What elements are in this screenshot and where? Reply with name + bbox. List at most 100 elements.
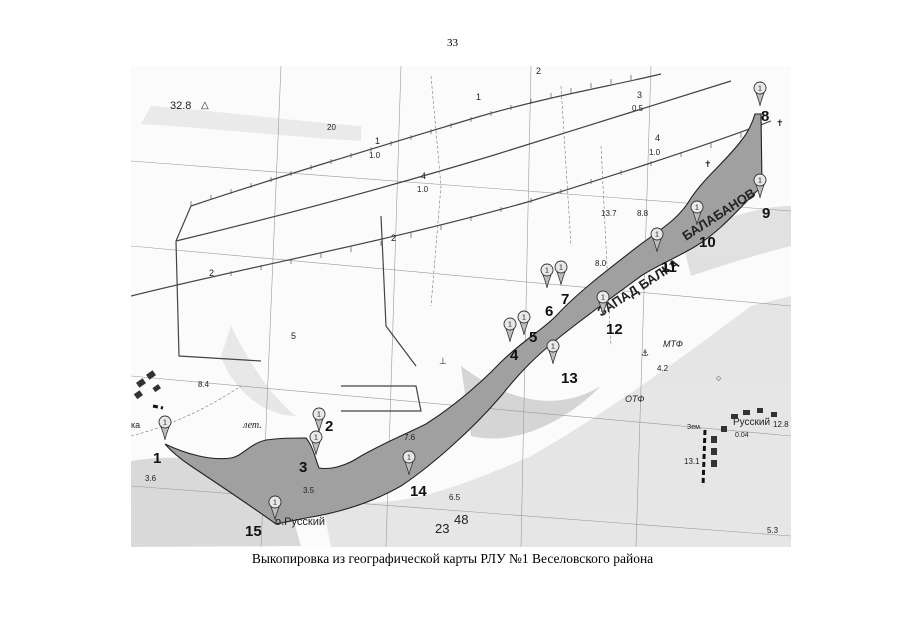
elev-12-8: 12.8	[773, 420, 789, 429]
frac-4b-bottom: 1.0	[417, 185, 429, 194]
elev-13-1: 13.1	[684, 457, 700, 466]
frac-1-top: 1	[375, 136, 380, 146]
svg-text:1: 1	[163, 420, 167, 427]
embankment-lines	[131, 73, 772, 412]
number-48: 48	[454, 512, 468, 527]
church-icon-2: ✝	[776, 118, 784, 128]
point-pin-14: 1	[402, 450, 416, 476]
map-caption: Выкопировка из географической карты РЛУ …	[251, 551, 654, 566]
point-label-11: 11	[661, 259, 677, 276]
elev-7-6: 7.6	[404, 433, 416, 442]
point-label-7: 7	[561, 291, 569, 308]
svg-text:1: 1	[407, 455, 411, 462]
frac-3-top: 3	[637, 90, 642, 100]
map-frame: 32.8 △ 8.4 3.6 3.5 7.6 6.5 13.7 8.8 8.0 …	[131, 66, 791, 547]
anchor-icon: ⚓	[641, 348, 649, 358]
farm-otf: ОТФ	[625, 394, 644, 404]
num-1: 1	[476, 92, 481, 102]
frac-1-bottom: 1.0	[369, 151, 381, 160]
point-pin-2: 1	[312, 407, 326, 433]
svg-text:1: 1	[758, 178, 762, 185]
hatch-ticks	[190, 75, 742, 276]
point-label-13: 13	[561, 370, 578, 387]
svg-text:1: 1	[273, 500, 277, 507]
num-2-c: 2	[536, 66, 541, 76]
point-label-15: 15	[245, 523, 262, 540]
point-label-2: 2	[325, 418, 333, 435]
elev-3-6: 3.6	[145, 474, 157, 483]
point-label-3: 3	[299, 459, 307, 476]
point-label-1: 1	[153, 450, 161, 467]
point-pin-13: 1	[546, 339, 560, 365]
elev-13-7: 13.7	[601, 209, 617, 218]
svg-text:1: 1	[508, 322, 512, 329]
point-label-10: 10	[699, 234, 716, 251]
svg-text:1: 1	[655, 232, 659, 239]
elev-6-5: 6.5	[449, 493, 461, 502]
point-pin-6: 1	[540, 263, 554, 289]
svg-text:1: 1	[551, 344, 555, 351]
point-label-8: 8	[761, 108, 769, 125]
page-number: 33	[447, 37, 458, 49]
point-pin-11: 1	[650, 227, 664, 253]
point-pin-1: 1	[158, 415, 172, 441]
topographic-map: 32.8 △ 8.4 3.6 3.5 7.6 6.5 13.7 8.8 8.0 …	[131, 66, 791, 547]
point-label-14: 14	[410, 483, 427, 500]
elev-3-5: 3.5	[303, 486, 315, 495]
svg-text:1: 1	[758, 86, 762, 93]
svg-text:1: 1	[522, 315, 526, 322]
frac-4a-bottom: 1.0	[649, 148, 661, 157]
frac-4a-top: 4	[655, 133, 660, 143]
symbols: ⚓ ⊥ ✝ ✝ ○	[439, 118, 784, 383]
summer-label: лет.	[242, 420, 262, 431]
number-23: 23	[435, 521, 449, 536]
svg-text:1: 1	[559, 265, 563, 272]
svg-text:1: 1	[545, 268, 549, 275]
point-pin-4: 1	[503, 317, 517, 343]
point-label-9: 9	[762, 205, 770, 222]
zem-label: Зем.	[687, 424, 702, 431]
elev-4-2: 4.2	[657, 364, 669, 373]
elev-5-3: 5.3	[767, 526, 779, 535]
elev-8-8: 8.8	[637, 209, 649, 218]
island-russkiy: о.Русский	[275, 516, 325, 528]
triangulation-icon: △	[201, 100, 209, 111]
point-pin-5: 1	[517, 310, 531, 336]
village-russkiy: Русский	[733, 417, 770, 428]
point-pin-12: 1	[596, 290, 610, 316]
settlement-blocks	[133, 370, 777, 467]
circle-mark-icon: ○	[716, 373, 721, 383]
point-pin-15: 1	[268, 495, 282, 521]
village-population: 0.04	[735, 432, 749, 439]
elev-8-0: 8.0	[595, 259, 607, 268]
point-pin-8: 1	[753, 81, 767, 107]
num-2-a: 2	[209, 268, 214, 278]
svg-text:1: 1	[314, 435, 318, 442]
ka-label: ка	[131, 420, 140, 430]
frac-4b-top: 4	[421, 171, 426, 181]
elevation-32-8: 32.8	[170, 100, 191, 112]
point-label-12: 12	[606, 321, 623, 338]
num-20: 20	[327, 123, 336, 132]
elev-8-4: 8.4	[198, 380, 210, 389]
point-pin-3: 1	[309, 430, 323, 456]
svg-text:1: 1	[695, 205, 699, 212]
point-pin-9: 1	[753, 173, 767, 199]
rlu-area-polygon	[164, 113, 763, 525]
channels	[131, 75, 612, 437]
point-label-4: 4	[510, 347, 519, 364]
point-pin-7: 1	[554, 260, 568, 286]
boundary-dashes	[152, 404, 707, 487]
farm-mtf: МТФ	[663, 339, 683, 349]
number-5: 5	[291, 331, 296, 341]
monument-icon: ⊥	[439, 356, 447, 366]
church-icon: ✝	[704, 159, 712, 169]
point-pin-10: 1	[690, 200, 704, 226]
frac-3-bottom: 0.5	[632, 104, 644, 113]
svg-text:1: 1	[601, 295, 605, 302]
svg-text:1: 1	[317, 412, 321, 419]
point-label-6: 6	[545, 303, 553, 320]
point-label-5: 5	[529, 329, 537, 346]
num-2-b: 2	[391, 233, 396, 243]
